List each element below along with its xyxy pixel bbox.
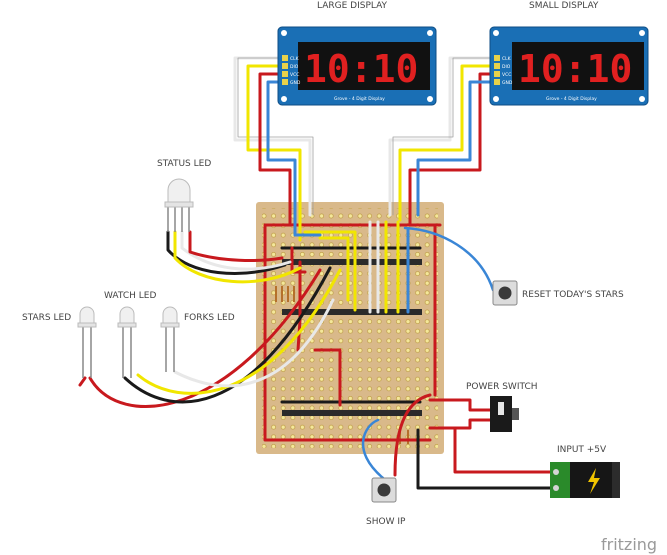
large-display-digits: 10:10 xyxy=(304,47,418,91)
input-label: INPUT +5V xyxy=(557,445,607,455)
reset-button-label: RESET TODAY'S STARS xyxy=(522,290,624,300)
large-pin-vcc: VCC xyxy=(290,72,299,78)
large-pin-dio: DIO xyxy=(290,64,299,70)
large-pin-gnd: GND xyxy=(290,80,301,86)
power-switch-label: POWER SWITCH xyxy=(466,382,538,392)
large-pin-clk: CLK xyxy=(290,56,300,62)
forks-led xyxy=(160,306,180,372)
watch-led xyxy=(117,306,137,378)
show-ip-label: SHOW IP xyxy=(366,517,406,527)
watch-led-label: WATCH LED xyxy=(104,291,156,301)
small-pin-vcc: VCC xyxy=(502,72,511,78)
power-switch xyxy=(490,396,519,432)
show-ip-button xyxy=(371,477,397,503)
reset-button xyxy=(492,280,518,306)
status-led-label: STATUS LED xyxy=(157,159,211,169)
small-display: 10:10 CLK DIO VCC GND Grove - 4 Digit Di… xyxy=(489,26,649,106)
large-display-label: LARGE DISPLAY xyxy=(317,1,388,11)
forks-led-label: FORKS LED xyxy=(184,313,235,323)
fritzing-logo: fritzing xyxy=(601,535,657,554)
small-display-digits: 10:10 xyxy=(518,47,632,91)
dc-jack xyxy=(550,462,620,498)
small-pin-clk: CLK xyxy=(502,56,512,62)
small-display-caption: Grove - 4 Digit Display xyxy=(546,96,597,102)
stars-led xyxy=(77,306,97,378)
perfboard xyxy=(256,202,444,454)
stars-led-label: STARS LED xyxy=(22,313,71,323)
status-led xyxy=(164,178,194,232)
small-display-label: SMALL DISPLAY xyxy=(529,1,599,11)
small-pin-dio: DIO xyxy=(502,64,511,70)
large-display: 10:10 CLK DIO VCC GND Grove - 4 Digit Di… xyxy=(277,26,437,106)
wires xyxy=(78,56,554,490)
large-display-caption: Grove - 4 Digit Display xyxy=(334,96,385,102)
small-pin-gnd: GND xyxy=(502,80,513,86)
